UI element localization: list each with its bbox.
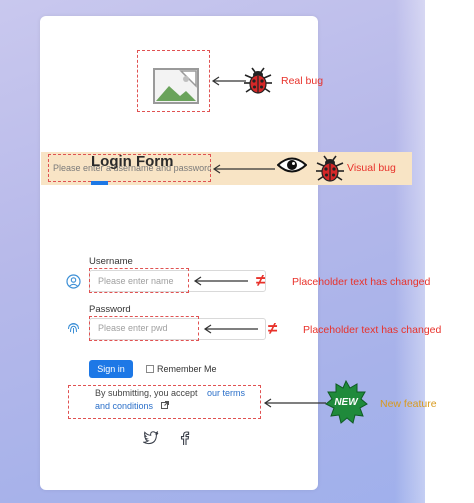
terms-link[interactable]: our terms (207, 388, 246, 398)
new-badge-icon (325, 380, 368, 424)
password-placeholder-highlight (89, 316, 199, 341)
new-feature-arrow (263, 398, 326, 408)
remember-me-label: Remember Me (157, 364, 217, 374)
username-changed-label: Placeholder text has changed (292, 276, 431, 288)
visual-bug-arrow (212, 164, 275, 174)
password-changed-arrow (203, 324, 258, 334)
password-changed-label: Placeholder text has changed (303, 324, 442, 336)
terms-highlight (68, 385, 261, 419)
conditions-link[interactable]: and conditions (95, 401, 154, 411)
sign-in-button[interactable]: Sign in (89, 360, 133, 378)
user-icon (66, 274, 81, 289)
not-equal-icon-2: ≠ (268, 319, 278, 338)
username-placeholder-highlight (89, 268, 189, 293)
banner-placeholder: Please enter a username and password (53, 163, 211, 173)
real-bug-icon (244, 67, 272, 94)
title-underline (91, 181, 108, 185)
remember-me-checkbox[interactable] (146, 365, 154, 373)
eye-icon (277, 157, 307, 173)
external-link-icon (161, 401, 169, 409)
not-equal-icon: ≠ (256, 271, 266, 290)
terms-text: By submitting, you accept (95, 388, 198, 398)
visual-bug-icon (316, 155, 344, 182)
banner-input-highlight (48, 154, 211, 182)
visual-bug-label: Visual bug (347, 162, 396, 174)
broken-image-highlight (137, 50, 210, 112)
username-label: Username (89, 256, 133, 267)
new-badge-text: NEW (334, 397, 358, 408)
fingerprint-icon (68, 323, 79, 334)
facebook-icon[interactable] (180, 431, 190, 445)
new-feature-label: New feature (380, 398, 437, 410)
password-placeholder: Please enter pwd (98, 323, 168, 333)
background-white (425, 0, 474, 503)
password-label: Password (89, 304, 131, 315)
username-changed-arrow (193, 276, 248, 286)
real-bug-arrow (211, 76, 246, 86)
real-bug-label: Real bug (281, 75, 324, 87)
broken-image-icon (153, 68, 199, 104)
twitter-icon[interactable] (143, 431, 159, 445)
page-title: Login Form (91, 153, 174, 170)
username-placeholder: Please enter name (98, 276, 174, 286)
